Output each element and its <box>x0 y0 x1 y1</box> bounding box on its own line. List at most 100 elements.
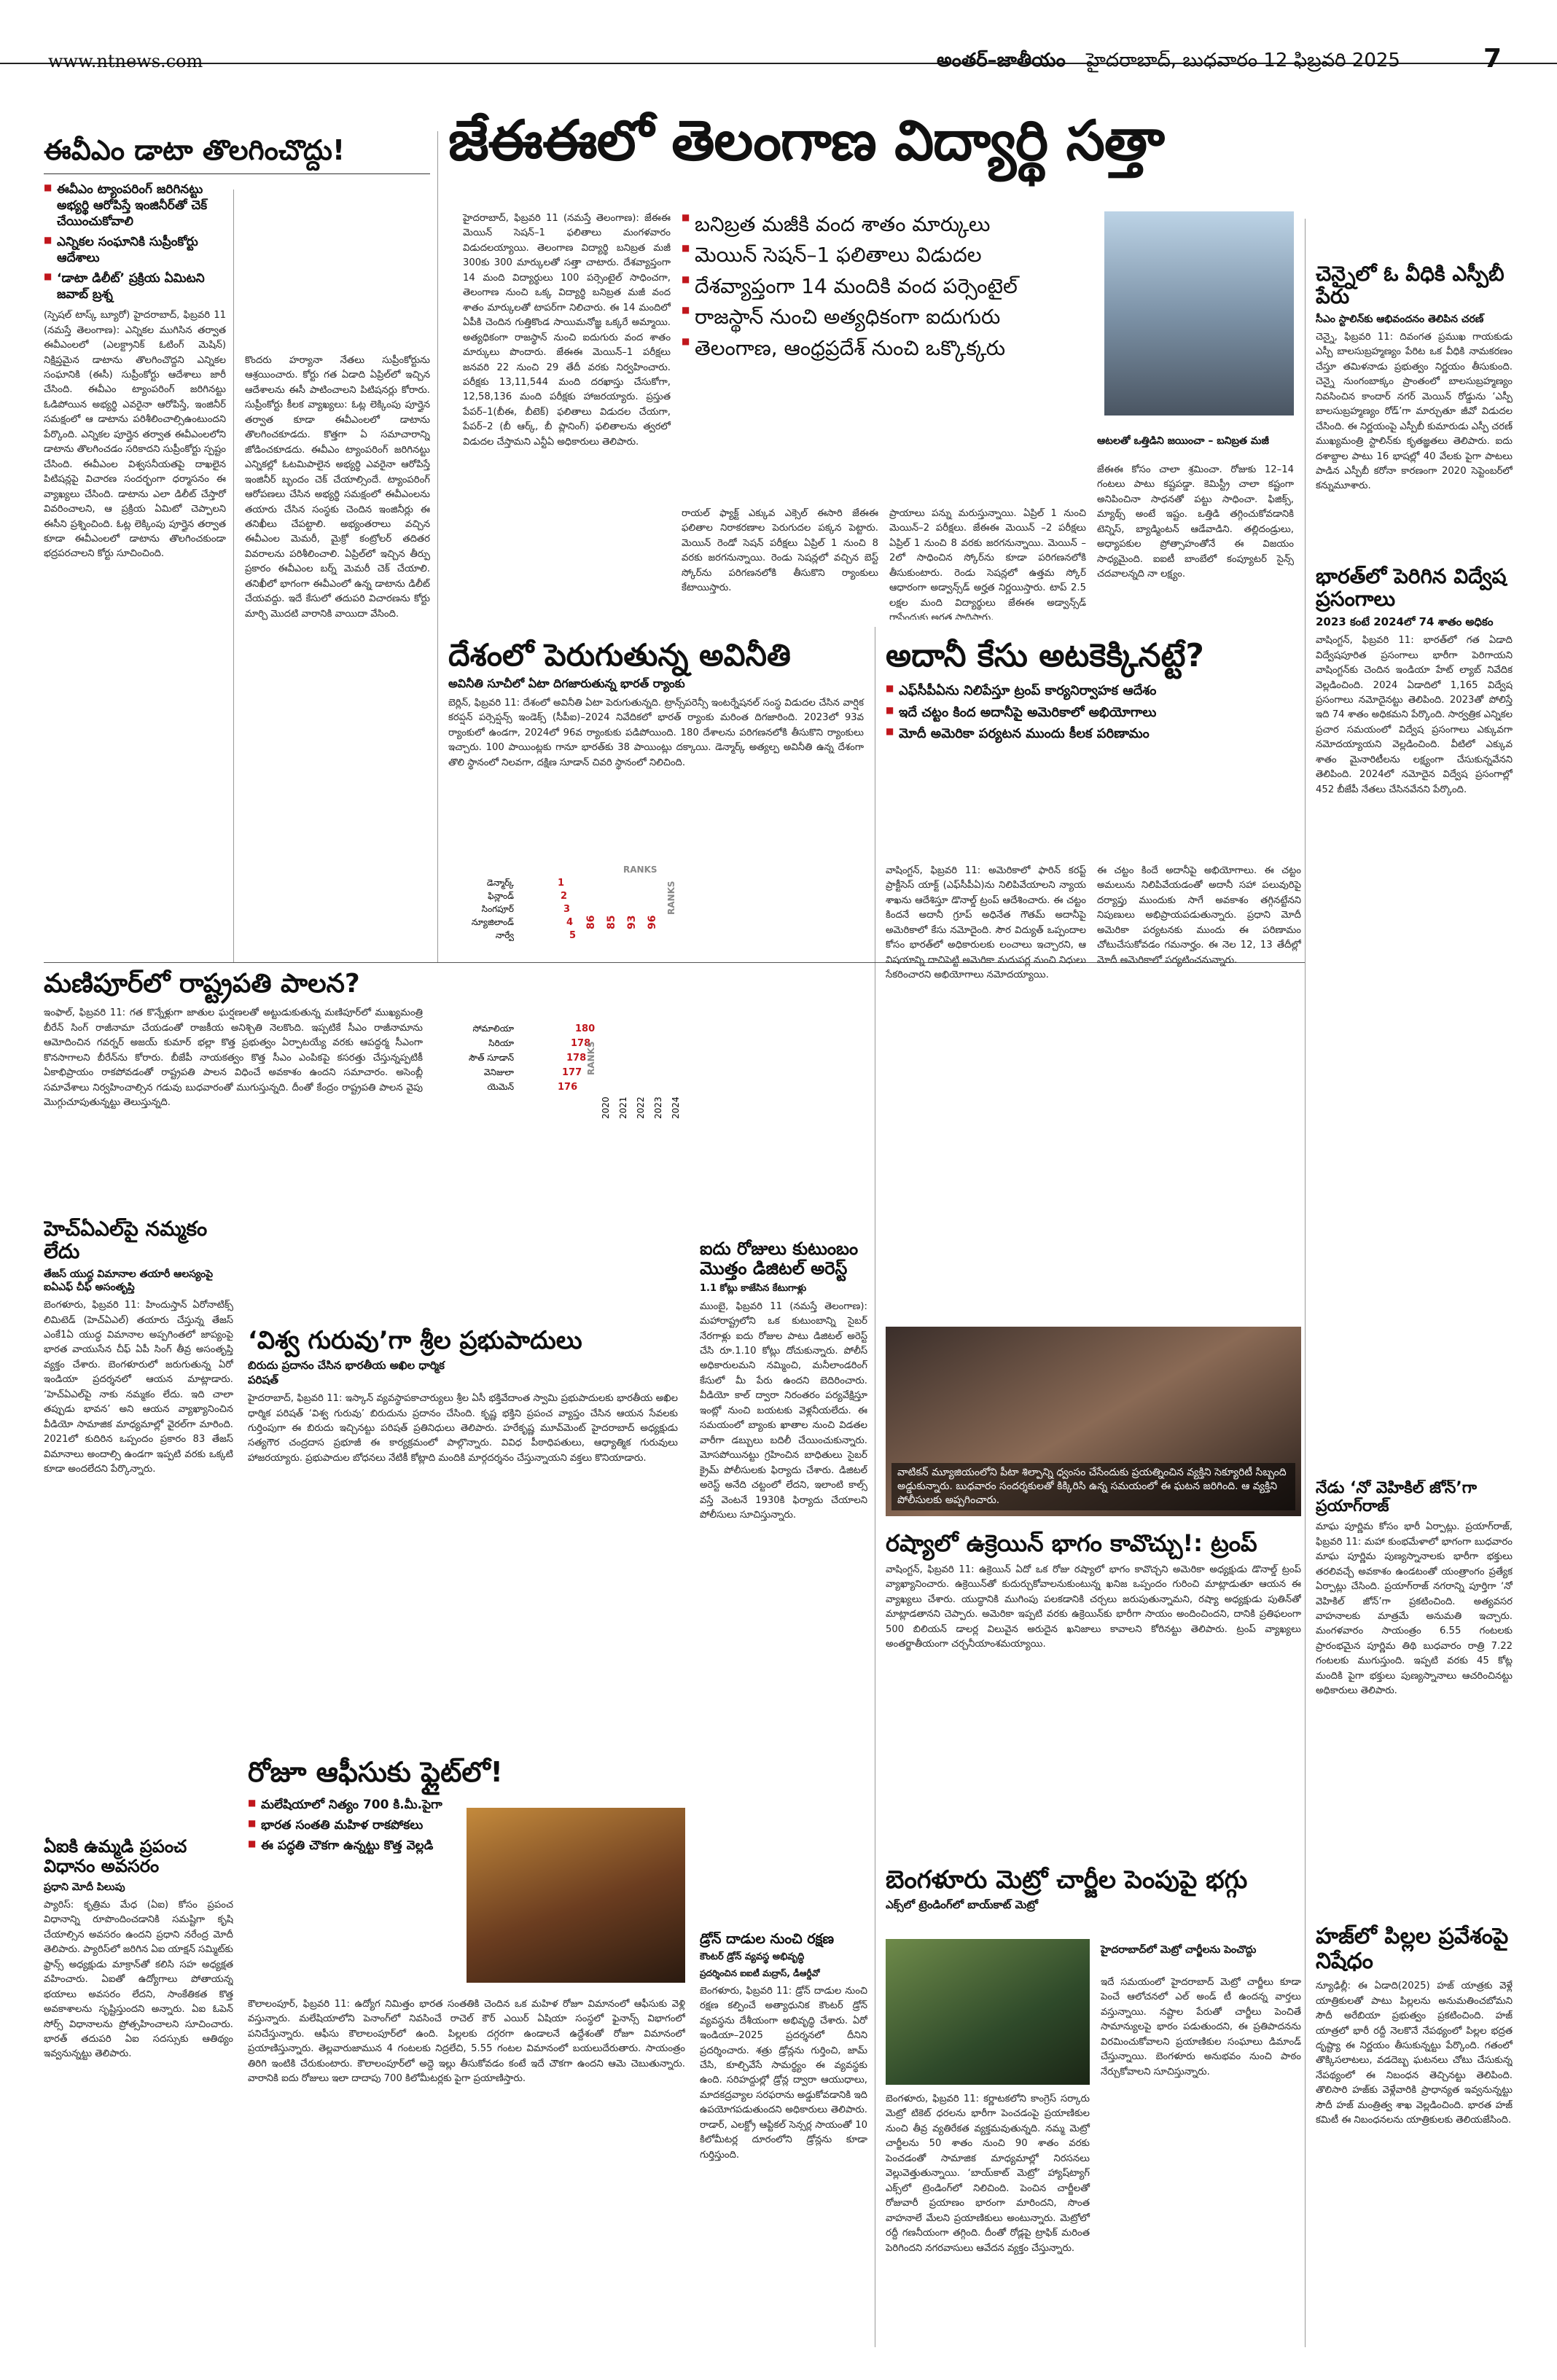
masthead: www.ntnews.com అంతర్–జాతీయం హైదరాబాద్, బ… <box>0 0 1557 74</box>
rank-value: 3 <box>563 904 570 915</box>
article-body: రాయల్ ఫ్యాక్ట్ ఎక్కువ ఎక్సెల్ ఈసారి జేఈఈ… <box>682 508 878 594</box>
india-rank-value: 86 <box>585 916 597 929</box>
article-body: వాషింగ్టన్, ఫిబ్రవరి 11: అమెరికాలో ఫారిన… <box>886 865 1086 981</box>
article-body: వాషింగ్టన్, ఫిబ్రవరి 11: ఉక్రెయిన్ ఏదో ఒ… <box>886 1564 1301 1650</box>
rank-value: 180 <box>575 1023 595 1034</box>
india-rank-value: 96 <box>647 916 658 929</box>
year-label: 2024 <box>671 1096 681 1119</box>
india-rank-value: 85 <box>606 916 617 929</box>
country-label: న్యూజిలాండ్ <box>472 917 514 929</box>
axis-label: RANKS <box>623 865 657 875</box>
country-label: వెనిజులా <box>484 1067 515 1077</box>
axis-label: RANKS <box>586 1041 596 1075</box>
article-headline: ఏఐకి ఉమ్మడి ప్రపంచ విధానం అవసరం <box>44 1837 187 1876</box>
article-subhead: 2023 కంటే 2024లో 74 శాతం అధికం <box>1316 614 1494 628</box>
bullet-item: ఈ పద్ధతి చౌకగా ఉన్నట్టు కొత్త వెల్లడి <box>248 1838 452 1854</box>
article-body: కౌలాలంపూర్, ఫిబ్రవరి 11: ఉద్యోగ నిమిత్తం… <box>248 1999 685 2085</box>
column-rule <box>233 190 234 962</box>
article-ai: ఏఐకి ఉమ్మడి ప్రపంచ విధానం అవసరం ప్రధాని … <box>44 1837 233 2347</box>
country-label: నార్వే <box>496 930 515 942</box>
article-body: బెంగళూరు, ఫిబ్రవరి 11: డ్రోన్ దాడుల నుంచ… <box>700 1985 867 2161</box>
bullet-list: బనిబ్రత మజీకి వంద శాతం మార్కులు మెయిన్ స… <box>682 211 1090 366</box>
rank-value: 1 <box>558 878 564 889</box>
article-headline: హజ్‌లో పిల్లల ప్రవేశంపై నిషేధం <box>1316 1924 1509 1974</box>
bullet-item: ‘డాటా డిలీట్’ ప్రక్రియ ఏమిటని జవాబ్ బ్రశ… <box>44 270 226 303</box>
article-manipur: మణిపూర్‌లో రాష్ట్రపతి పాలన? ఇంఫాల్, ఫిబ్… <box>44 969 423 1210</box>
column-rule <box>437 131 438 962</box>
article-subhead: ప్రధాని మోదీ పిలుపు <box>44 1881 125 1893</box>
country-label: సిరియా <box>488 1038 515 1048</box>
article-body: న్యూఢిల్లీ: ఈ ఏడాది(2025) హజ్ యాత్రకు వె… <box>1316 1981 1513 2126</box>
article-headline: హెచ్‌ఏఎల్‌పై నమ్మకం లేదు <box>44 1217 208 1264</box>
article-subhead: 1.1 కోట్లు కాజేసిన కేటుగాళ్లు <box>700 1282 807 1294</box>
article-adani: అదానీ కేసు అటకెక్కినట్టే? ఎఫ్‌సీపీఏను ని… <box>886 638 1301 1316</box>
flight-photo <box>467 1808 685 1983</box>
article-headline: నేడు ‘నో వెహికిల్ జోన్’గా ప్రయాగ్‌రాజ్ <box>1316 1480 1477 1515</box>
article-digital-arrest: ఐదు రోజులు కుటుంబం మొత్తం డిజిటల్ అరెస్ట… <box>700 1239 867 1924</box>
bullet-item: ఎన్నికల సంఘానికి సుప్రీంకోర్టు ఆదేశాలు <box>44 234 226 266</box>
article-body: మాఘ పూర్ణిమ కోసం భారీ ఏర్పాట్లు. ప్రయాగ్… <box>1316 1521 1513 1697</box>
article-headline: చెన్నైలో ఓ వీధికి ఎస్పీబీ పేరు <box>1316 262 1505 309</box>
article-body: కొందరు హర్యానా నేతలు సుప్రీంకోర్టును ఆశ్… <box>245 355 430 620</box>
article-jee: జేఈఈలో తెలంగాణ విద్యార్థి సత్తా హైదరాబాద… <box>448 109 1294 620</box>
rank-value: 4 <box>566 917 573 928</box>
country-label: సింగపూర్ <box>482 904 514 914</box>
article-evm: ఈవీఎం డాటా తొలగించొద్దు! ఈవీఎం ట్యాంపరిం… <box>44 135 430 959</box>
dateline: హైదరాబాద్, బుధవారం 12 ఫిబ్రవరి 2025 <box>1086 50 1400 71</box>
article-guru: ‘విశ్వ గురువు’గా శ్రీల ప్రభుపాదులు బిరుద… <box>248 1327 678 1749</box>
year-label: 2021 <box>618 1096 628 1119</box>
rank-value: 176 <box>558 1082 577 1093</box>
quote-body: జేఈఈ కోసం చాలా శ్రమించా. రోజుకు 12–14 గం… <box>1097 464 1294 580</box>
article-subhead: అవినీతి సూచీలో ఏటా దిగజారుతున్న భారత్ ర్… <box>448 676 685 691</box>
article-headline: దేశంలో పెరుగుతున్న అవినీతి <box>448 638 791 673</box>
article-drone: డ్రోన్ దాడుల నుంచి రక్షణ కౌంటర్ డ్రోన్ వ… <box>700 1932 867 2347</box>
bullet-item: భారత సంతతి మహిళ రాకపోకలు <box>248 1817 452 1833</box>
article-body: ఇంఫాల్, ఫిబ్రవరి 11: గత కొన్నేళ్లుగా జాత… <box>44 1007 423 1109</box>
article-body: బెంగళూరు, ఫిబ్రవరి 11: కర్ణాటకలోని కాంగ్… <box>886 2094 1090 2254</box>
bullet-item: దేశవ్యాప్తంగా 14 మందికి వంద పర్సెంటైల్ <box>682 273 1090 300</box>
article-body: ఇదే సమయంలో హైదరాబాద్ మెట్రో చార్జీలు కూడ… <box>1101 1977 1301 2077</box>
bullet-item: మెయిన్ సెషన్–1 ఫలితాలు విడుదల <box>682 242 1090 268</box>
article-body: బెర్లిన్, ఫిబ్రవరి 11: దేశంలో అవినీతి ఏట… <box>448 697 864 768</box>
article-body: ఈ చట్టం కిందే అదానీపై అభియోగాలు. ఈ చట్టం… <box>1097 865 1301 966</box>
country-label: యెమెన్ <box>487 1082 514 1092</box>
article-subhead: సీఎం స్టాలిన్‌కు ఆభివందనం తెలిపిన చరణ్ <box>1316 313 1484 325</box>
article-body: ప్యారిస్: కృత్రిమ మేధ (ఏఐ) కోసం ప్రపంచ వ… <box>44 1899 233 2060</box>
bullet-item: ఈవీఎం ట్యాంపరింగ్ జరిగినట్టు అభ్యర్థి ఆర… <box>44 182 226 230</box>
article-headline: మణిపూర్‌లో రాష్ట్రపతి పాలన? <box>44 969 360 999</box>
rank-value: 177 <box>562 1067 582 1078</box>
rank-value: 178 <box>566 1053 586 1064</box>
site-url[interactable]: www.ntnews.com <box>48 51 203 71</box>
article-headline: రష్యాలో ఉక్రెయిన్ భాగం కావొచ్చు!: ట్రంప్ <box>886 1531 1257 1557</box>
quote-title: ఆటలతో ఒత్తిడిని జయించా – బనిబ్రత మజీ <box>1097 435 1269 447</box>
article-headline: ఐదు రోజులు కుటుంబం మొత్తం డిజిటల్ అరెస్ట… <box>700 1239 859 1279</box>
country-label: సోమాలియా <box>473 1023 515 1034</box>
axis-label: RANKS <box>666 881 676 915</box>
article-ukraine: రష్యాలో ఉక్రెయిన్ భాగం కావొచ్చు!: ట్రంప్… <box>886 1531 1301 1859</box>
photo-caption: వాటికన్ మ్యూజియంలోని పీటా శిల్పాన్ని ధ్వ… <box>891 1463 1295 1510</box>
article-body: హైదరాబాద్, ఫిబ్రవరి 11 (నమస్తే తెలంగాణ):… <box>463 213 671 448</box>
article-body: ముంబై, ఫిబ్రవరి 11 (నమస్తే తెలంగాణ): మహా… <box>700 1300 867 1521</box>
metro-photo <box>886 1939 1090 2085</box>
article-corruption: దేశంలో పెరుగుతున్న అవినీతి అవినీతి సూచీల… <box>448 638 871 1316</box>
article-body: ప్రాయాలు పన్ను మరుస్తున్నాయి. ఏప్రిల్ 1 … <box>889 508 1086 620</box>
article-subhead: హైదరాబాద్‌లో మెట్రో చార్జీలను పెంచొద్దు <box>1101 1944 1257 1956</box>
bullet-item: మోదీ అమెరికా పర్యటన ముందు కీలక పరిణామం <box>886 725 1301 742</box>
rank-value: 178 <box>571 1038 590 1049</box>
page-number: 7 <box>1483 44 1502 74</box>
article-headline: అదానీ కేసు అటకెక్కినట్టే? <box>886 638 1204 674</box>
rank-value: 5 <box>569 930 576 941</box>
india-rank-value: 93 <box>626 916 638 929</box>
article-chennai: చెన్నైలో ఓ వీధికి ఎస్పీబీ పేరు సీఎం స్టా… <box>1316 262 1513 554</box>
article-headline: ఈవీఎం డాటా తొలగించొద్దు! <box>44 135 346 166</box>
article-hate-speech: భారత్‌లో పెరిగిన విద్వేష ప్రసంగాలు 2023 … <box>1316 565 1513 1469</box>
article-subhead: ప్రదర్శించిన ఐఐటీ మద్రాస్, డీఆర్డీవో <box>700 1968 820 1979</box>
year-label: 2020 <box>601 1096 611 1119</box>
student-photo <box>1104 211 1294 415</box>
article-headline: ‘విశ్వ గురువు’గా శ్రీల ప్రభుపాదులు <box>248 1327 582 1355</box>
country-label: డెన్మార్క్ <box>487 878 514 889</box>
article-headline: జేఈఈలో తెలంగాణ విద్యార్థి సత్తా <box>448 109 1165 173</box>
article-subhead: బిరుదు ప్రదానం చేసిన భారతీయ అఖిల ధార్మిక… <box>248 1359 445 1386</box>
article-subhead: ఎక్స్‌లో ట్రెండింగ్‌లో బాయ్‌కాట్ మెట్రో <box>886 1898 1038 1912</box>
vatican-photo: వాటికన్ మ్యూజియంలోని పీటా శిల్పాన్ని ధ్వ… <box>886 1327 1301 1516</box>
